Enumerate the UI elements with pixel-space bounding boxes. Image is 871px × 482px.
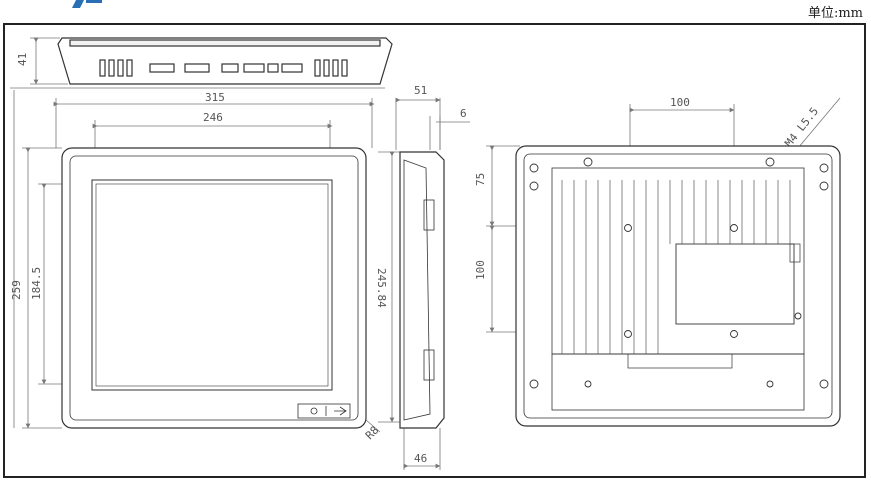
dim-outer-width: 315 — [205, 91, 225, 104]
dim-side-bottom: 46 — [414, 452, 427, 465]
rear-screw-holes — [529, 157, 829, 389]
unit-label: 单位:mm — [807, 6, 863, 21]
dim-rear-hole-spacing-v: 100 — [474, 260, 487, 280]
dim-rear-top-offset: 75 — [474, 173, 487, 186]
dim-screen-width: 246 — [203, 111, 223, 124]
dim-corner-radius: R8 — [363, 424, 382, 443]
top-view — [57, 37, 393, 85]
dim-top-depth: 41 — [16, 53, 29, 66]
rear-heatsink-fins — [561, 180, 791, 354]
side-view — [399, 151, 445, 429]
front-view — [61, 147, 367, 429]
dim-outer-height: 259 — [10, 280, 23, 300]
dim-rear-hole-spacing-h: 100 — [670, 96, 690, 109]
dim-screen-height: 184.5 — [30, 267, 43, 300]
rear-view — [515, 145, 841, 427]
drawing-frame — [3, 23, 866, 478]
dim-side-height: 245.84 — [375, 268, 388, 308]
dim-side-flange: 6 — [460, 107, 467, 120]
dim-side-top: 51 — [414, 84, 427, 97]
brand-logo-fragment — [72, 0, 102, 8]
